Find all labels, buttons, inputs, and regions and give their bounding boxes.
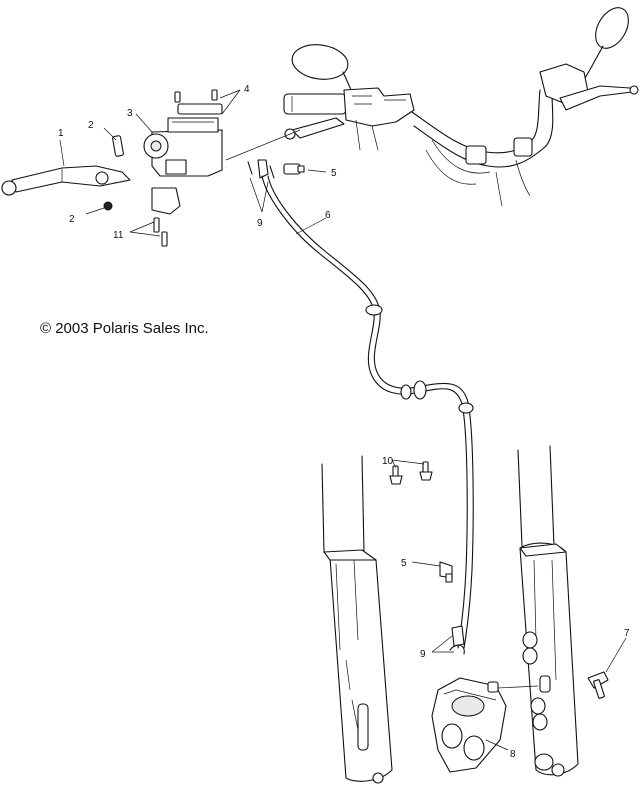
callout-11: 11 [113, 230, 124, 241]
brake-caliper [431, 675, 551, 773]
callout-9-upper: 9 [257, 218, 263, 229]
callout-7: 7 [624, 628, 630, 639]
callout-2-upper: 2 [88, 120, 94, 131]
upper-crush-washers [247, 159, 275, 213]
callout-8: 8 [510, 749, 516, 760]
pivot-nut [85, 201, 113, 215]
callout-6: 6 [325, 210, 331, 221]
brake-hose [261, 175, 474, 649]
copyright-notice: © 2003 Polaris Sales Inc. [40, 320, 209, 337]
pivot-bolt [103, 127, 124, 157]
master-cylinder-clamp [129, 187, 181, 247]
left-fork-leg [321, 455, 393, 784]
callout-1: 1 [58, 128, 64, 139]
master-cylinder [135, 103, 223, 177]
callout-labels: 1 2 2 3 4 5 5 6 7 8 9 9 10 11 [58, 84, 630, 760]
lower-banjo-bolt [411, 561, 453, 583]
callout-9-lower: 9 [420, 649, 426, 660]
callout-10: 10 [382, 456, 394, 467]
handlebar-assembly [283, 7, 639, 207]
callout-5-lower: 5 [401, 558, 407, 569]
callout-4: 4 [244, 84, 250, 95]
callout-3: 3 [127, 108, 133, 119]
caliper-bolt [587, 637, 627, 699]
caliper-mount-bolts [389, 459, 433, 485]
callout-2-lower: 2 [69, 214, 75, 225]
right-fork-leg [517, 445, 579, 777]
callout-5-upper: 5 [331, 168, 337, 179]
brake-lever [1, 139, 131, 196]
reservoir-screws [174, 89, 241, 115]
lower-crush-washers [431, 625, 465, 655]
upper-banjo-bolt [283, 163, 327, 175]
